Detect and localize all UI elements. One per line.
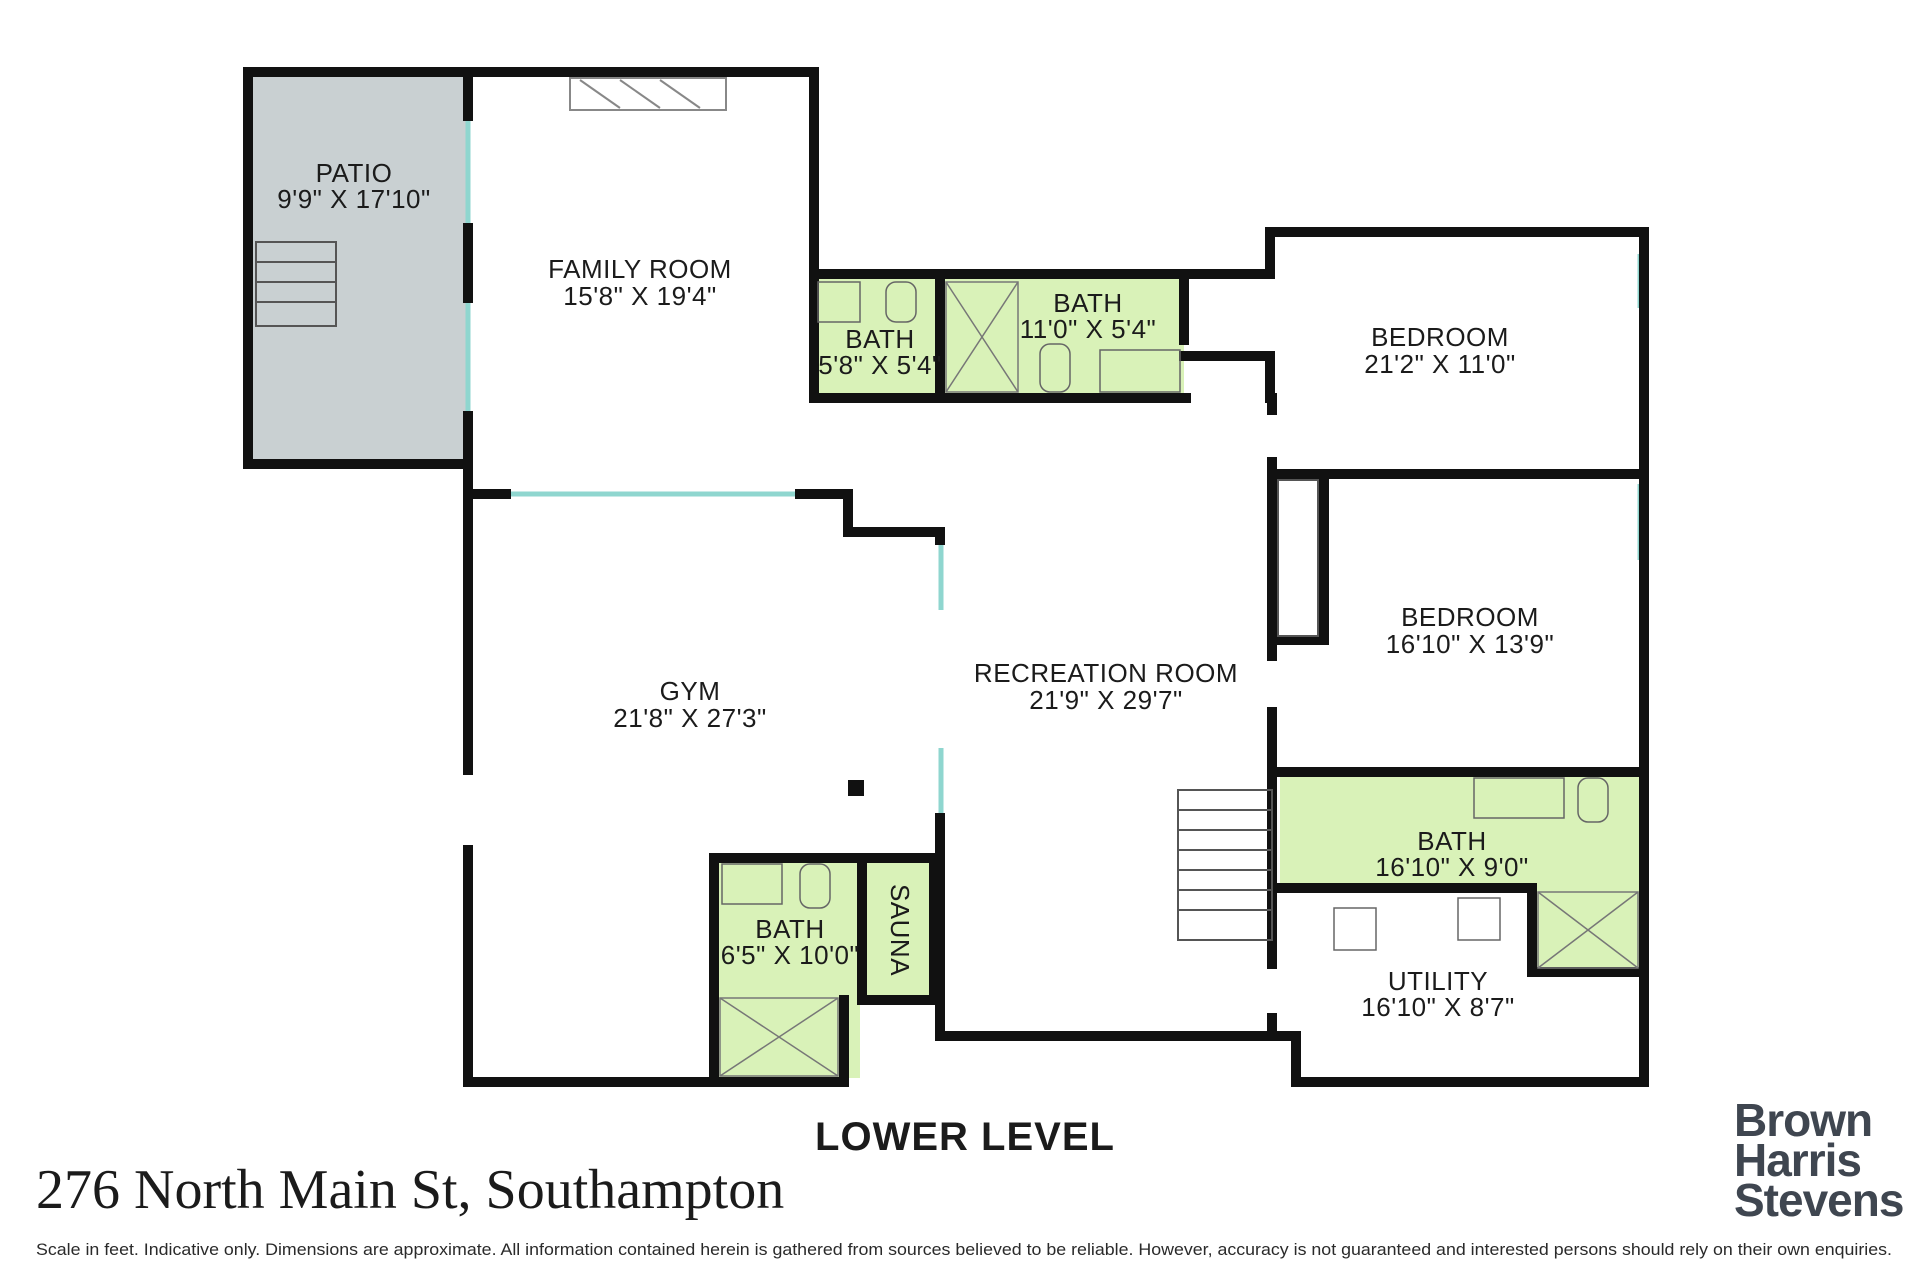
room-dims: 11'0" X 5'4" xyxy=(1020,314,1157,344)
stairs xyxy=(255,241,1319,941)
hatch xyxy=(659,79,701,109)
room-dims: 16'10" X 13'9" xyxy=(1386,629,1554,659)
shower-diagonal xyxy=(945,281,1019,393)
dryer xyxy=(1457,897,1501,941)
wall xyxy=(929,995,1281,1041)
toilet xyxy=(1577,777,1609,823)
room-name: SAUNA xyxy=(885,884,915,976)
showers xyxy=(719,281,1639,1077)
room-name: UTILITY xyxy=(1388,966,1488,996)
wall xyxy=(809,227,1649,1087)
patio-stairs xyxy=(255,241,337,327)
shower-diagonal xyxy=(1537,891,1639,969)
sink xyxy=(817,281,861,323)
room-dims: 15'8" X 19'4" xyxy=(563,281,716,311)
sink xyxy=(721,863,783,905)
wall xyxy=(463,67,819,279)
fixtures xyxy=(721,281,1609,951)
room-name: PATIO xyxy=(316,158,393,188)
fireplace xyxy=(569,77,727,111)
bath-mid-area xyxy=(944,278,1184,396)
disclaimer: Scale in feet. Indicative only. Dimensio… xyxy=(36,1240,1892,1259)
room-dims: 16'10" X 8'7" xyxy=(1361,992,1514,1022)
wall xyxy=(795,489,945,545)
toilet xyxy=(799,863,831,909)
brand-logo: Brown Harris Stevens xyxy=(1734,1094,1904,1226)
sink xyxy=(1099,349,1181,393)
wall xyxy=(243,67,473,469)
washer xyxy=(1333,907,1377,951)
column xyxy=(848,780,864,796)
room-labels: PATIO 9'9" X 17'10" FAMILY ROOM 15'8" X … xyxy=(277,158,1554,1022)
room-dims: 6'5" X 10'0" xyxy=(721,940,859,970)
room-dims: 21'9" X 29'7" xyxy=(1029,685,1182,715)
hatch xyxy=(619,79,661,109)
fireplace-hearth xyxy=(569,77,727,111)
room-name: FAMILY ROOM xyxy=(548,254,732,284)
room-fills xyxy=(248,72,1640,1078)
sink xyxy=(1473,777,1565,819)
main-stairs xyxy=(1177,789,1273,941)
wall xyxy=(1527,883,1649,977)
wall xyxy=(463,845,719,1087)
toilet xyxy=(885,281,917,323)
room-name: BATH xyxy=(1417,826,1486,856)
wall xyxy=(709,853,939,1087)
logo-line: Brown xyxy=(1734,1094,1872,1146)
room-name: RECREATION ROOM xyxy=(974,658,1238,688)
patio-area xyxy=(248,72,468,464)
hatch xyxy=(579,79,621,109)
shower-diagonal xyxy=(719,997,839,1077)
room-dims: 5'8" X 5'4" xyxy=(818,350,942,380)
level-title: LOWER LEVEL xyxy=(815,1115,1115,1159)
room-name: BEDROOM xyxy=(1401,602,1539,632)
shower xyxy=(719,997,839,1077)
room-name: BATH xyxy=(845,324,914,354)
wall xyxy=(709,995,849,1087)
room-dims: 16'10" X 9'0" xyxy=(1375,852,1528,882)
toilet xyxy=(1039,343,1071,393)
bath-right-area xyxy=(1280,776,1640,888)
shower xyxy=(1537,891,1639,969)
bath-lower-area xyxy=(718,862,860,1078)
property-address: 276 North Main St, Southampton xyxy=(36,1159,784,1221)
bath-small-area xyxy=(812,278,940,396)
closet-shelves xyxy=(1277,479,1319,637)
room-dims: 9'9" X 17'10" xyxy=(277,184,430,214)
shower xyxy=(945,281,1019,393)
room-name: GYM xyxy=(660,676,721,706)
room-dims: 21'2" X 11'0" xyxy=(1364,349,1516,379)
logo-line: Harris xyxy=(1734,1134,1861,1186)
wall xyxy=(463,489,511,775)
room-name: BATH xyxy=(755,914,824,944)
wall xyxy=(1271,469,1329,645)
room-name: BEDROOM xyxy=(1371,322,1509,352)
sauna-area xyxy=(864,862,934,996)
room-dims: 21'8" X 27'3" xyxy=(613,703,766,733)
room-name: BATH xyxy=(1053,288,1122,318)
logo-line: Stevens xyxy=(1734,1174,1903,1226)
